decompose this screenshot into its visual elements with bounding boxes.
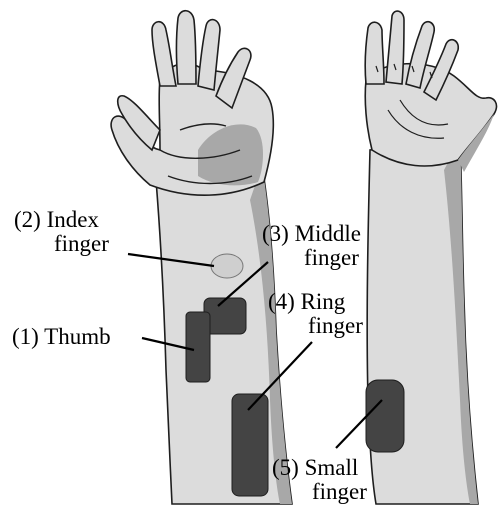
label-thumb-line1: (1) Thumb (12, 325, 111, 349)
label-ring-finger: (4) Ring finger (268, 290, 363, 338)
label-small-line2: finger (272, 480, 367, 504)
label-thumb: (1) Thumb (12, 325, 111, 349)
left-finger-index (152, 22, 176, 86)
pad-thumb (186, 312, 210, 382)
label-index-finger: (2) Index finger (14, 208, 109, 256)
label-middle-finger: (3) Middle finger (262, 222, 361, 270)
label-index-line2: finger (14, 232, 109, 256)
pad-small-finger (366, 380, 404, 452)
pad-index-finger (211, 254, 243, 278)
label-small-finger: (5) Small finger (272, 456, 367, 504)
label-ring-line2: finger (268, 314, 363, 338)
right-finger-1 (365, 22, 384, 84)
left-finger-middle (177, 11, 197, 84)
label-ring-line1: (4) Ring (268, 290, 363, 314)
label-middle-line1: (3) Middle (262, 222, 361, 246)
label-middle-line2: finger (262, 246, 361, 270)
right-finger-2 (386, 11, 404, 84)
label-index-line1: (2) Index (14, 208, 109, 232)
label-small-line1: (5) Small (272, 456, 367, 480)
